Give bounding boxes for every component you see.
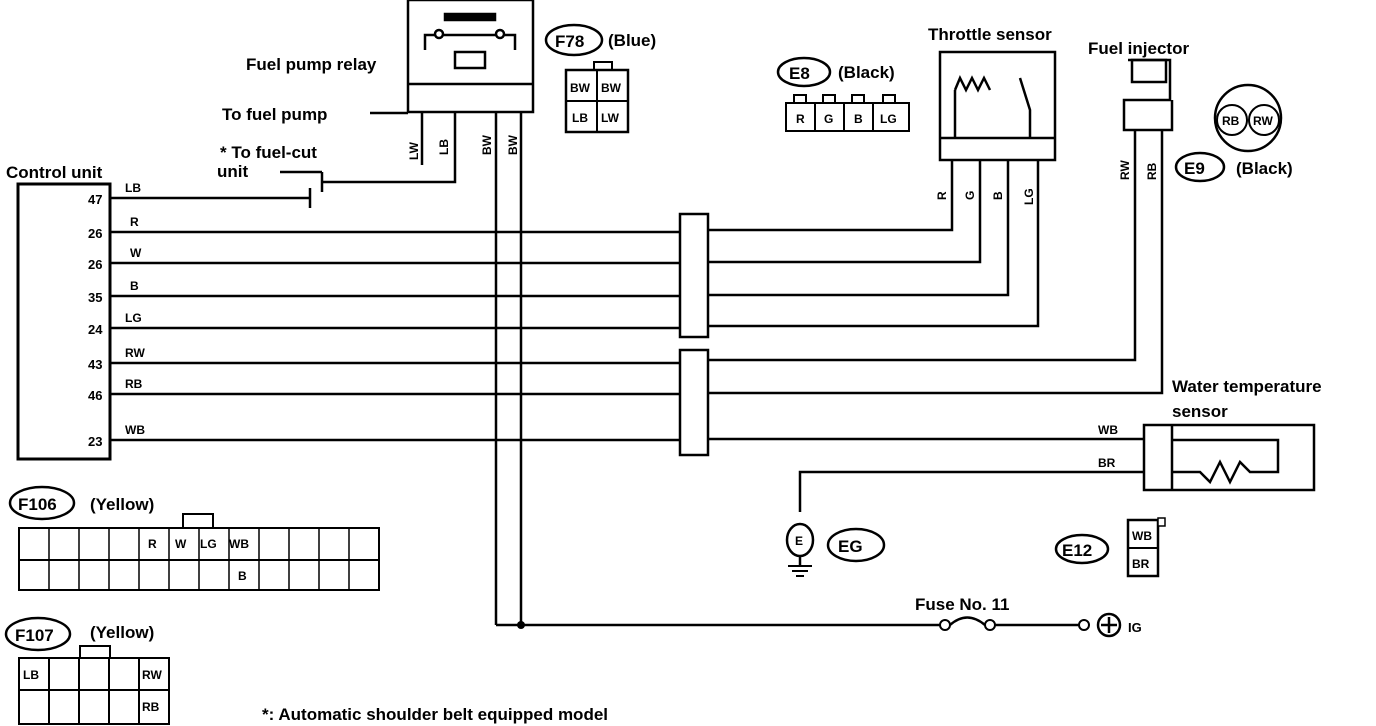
wire-color: W xyxy=(130,246,142,260)
connector-color: (Black) xyxy=(838,63,895,82)
pin-number: 35 xyxy=(88,290,102,305)
connector-eg: E EG xyxy=(795,527,886,563)
cell: LB xyxy=(23,668,39,682)
wire-color: WB xyxy=(1098,423,1118,437)
wire-color: RB xyxy=(1145,162,1159,180)
wire-color: LG xyxy=(1022,188,1036,205)
cell: BW xyxy=(570,81,591,95)
fuel-injector-label: Fuel injector xyxy=(1088,39,1189,58)
connector-color: (Blue) xyxy=(608,31,656,50)
harness-connector-upper xyxy=(678,212,710,339)
pin-number: 46 xyxy=(88,388,102,403)
wire-color: G xyxy=(963,191,977,200)
cell: WB xyxy=(229,537,249,551)
wire-color: R xyxy=(130,215,139,229)
cell: LG xyxy=(200,537,217,551)
connector-id: E8 xyxy=(789,64,810,83)
wire-color: BR xyxy=(1098,456,1116,470)
cell: LG xyxy=(880,112,897,126)
wire-color: WB xyxy=(125,423,145,437)
wire-color: LG xyxy=(125,311,142,325)
pin-number: 24 xyxy=(88,322,103,337)
wire-color: LW xyxy=(407,141,421,160)
connector-color: (Yellow) xyxy=(90,623,154,642)
pin-number: 47 xyxy=(88,192,102,207)
control-unit-pins: 47 26 26 35 24 43 46 23 LB R W B LG RW R… xyxy=(88,181,145,449)
connector-id: E12 xyxy=(1062,541,1092,560)
water-temp-sensor-label: sensor xyxy=(1172,402,1228,421)
connector-id: EG xyxy=(838,537,863,556)
water-temp-label: Water temperature xyxy=(1172,377,1322,396)
fuel-pump-relay-box xyxy=(406,0,535,114)
fuel-pump-relay-label: Fuel pump relay xyxy=(246,55,377,74)
wire-color: B xyxy=(991,191,1005,200)
cell: RW xyxy=(1253,114,1273,128)
cell: BR xyxy=(1132,557,1150,571)
wire-color: RW xyxy=(125,346,145,360)
connector-e9: RB RW E9 (Black) xyxy=(1174,83,1293,183)
ig-label: IG xyxy=(1128,620,1142,635)
fuse-label: Fuse No. 11 xyxy=(915,595,1009,614)
pin-number: 23 xyxy=(88,434,102,449)
connector-color: (Yellow) xyxy=(90,495,154,514)
wire-color: BW xyxy=(506,134,520,155)
wire-color: RW xyxy=(1118,160,1132,180)
pin-number: 26 xyxy=(88,257,102,272)
wire-color: B xyxy=(130,279,139,293)
cell: RB xyxy=(142,700,160,714)
throttle-sensor-label: Throttle sensor xyxy=(928,25,1052,44)
water-temp-sensor-box xyxy=(1142,423,1316,492)
to-fuel-pump-label: To fuel pump xyxy=(222,105,327,124)
cell: B xyxy=(854,112,863,126)
connector-id: F106 xyxy=(18,495,57,514)
wire-color: LB xyxy=(125,181,141,195)
pin-number: 26 xyxy=(88,226,102,241)
cell: R xyxy=(796,112,805,126)
connector-id: F78 xyxy=(555,32,584,51)
throttle-sensor-box xyxy=(938,50,1057,162)
cell: W xyxy=(175,537,187,551)
wire-color: RB xyxy=(125,377,143,391)
harness-connector-lower xyxy=(678,348,710,457)
connector-f107: F107 (Yellow) LB RW RB xyxy=(4,616,170,725)
cell: B xyxy=(238,569,247,583)
cell: LB xyxy=(572,111,588,125)
wire-color: LB xyxy=(437,139,451,155)
cell: G xyxy=(824,112,833,126)
control-unit-label: Control unit xyxy=(6,163,103,182)
cell: BW xyxy=(601,81,622,95)
pin-number: 43 xyxy=(88,357,102,372)
cell: RB xyxy=(1222,114,1240,128)
connector-f106: F106 (Yellow) R W LG WB B xyxy=(8,485,380,591)
cell: LW xyxy=(601,111,620,125)
ground-symbol-text: E xyxy=(795,534,803,548)
connector-color: (Black) xyxy=(1236,159,1293,178)
wire-color: BW xyxy=(480,134,494,155)
wire-lines xyxy=(16,0,1316,627)
to-fuel-cut-label: * To fuel-cut xyxy=(220,143,317,162)
footnote: *: Automatic shoulder belt equipped mode… xyxy=(262,705,608,724)
connector-f78: F78 (Blue) BW BW LB LW xyxy=(544,23,656,134)
cell: R xyxy=(148,537,157,551)
unit-label: unit xyxy=(217,162,248,181)
wire-color: R xyxy=(935,191,949,200)
connector-id: F107 xyxy=(15,626,54,645)
connector-e8: E8 (Black) R G B LG xyxy=(776,56,910,132)
connector-id: E9 xyxy=(1184,159,1205,178)
control-unit-box xyxy=(16,182,112,461)
connector-e12: E12 WB BR xyxy=(1054,517,1166,578)
cell: WB xyxy=(1132,529,1152,543)
cell: RW xyxy=(142,668,162,682)
